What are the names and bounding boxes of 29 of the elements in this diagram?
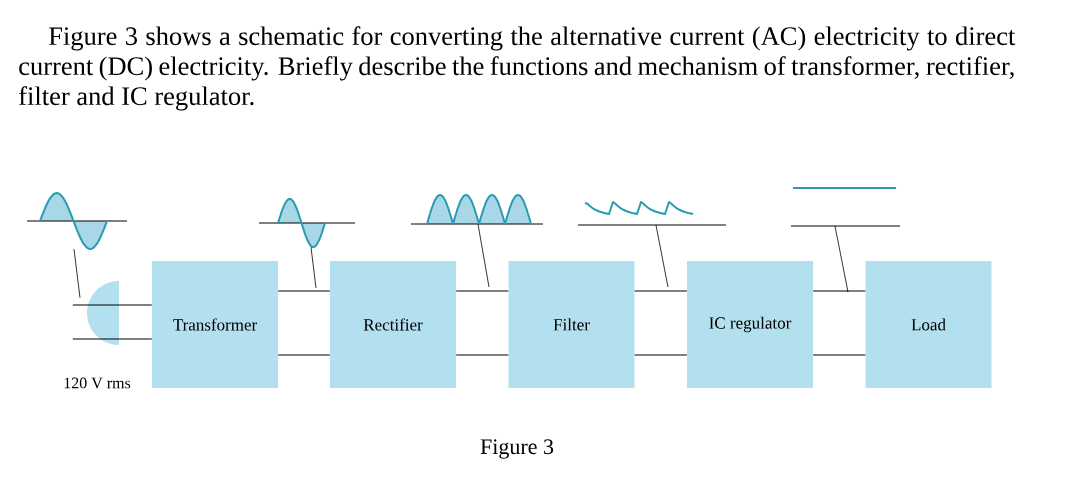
wire (812, 354, 866, 356)
leader-line (73, 248, 81, 299)
block-box: Load (865, 261, 992, 388)
waveform-drawing (410, 194, 544, 225)
waveform-drawing (577, 201, 727, 226)
wire (455, 290, 509, 292)
waveform-drawing (258, 198, 356, 248)
waveform-drawing (790, 187, 901, 227)
block-box: IC regulator (687, 261, 813, 388)
wire (277, 354, 331, 356)
leader-line (477, 223, 490, 288)
wire (455, 354, 509, 356)
leader-line (310, 246, 317, 289)
wire (277, 290, 331, 292)
leader-line (655, 224, 669, 288)
block-box: Transformer (152, 261, 278, 388)
question-text: Figure 3 shows a schematic for converting the alternative current (AC) electricity to direct current (DC) electricity. Briefly describe the functions and mechanism of transformer, rectifier, filter and IC regulator. (19, 26, 1016, 111)
wire (634, 290, 688, 292)
waveform-drawing (26, 192, 128, 250)
block-box: Rectifier (330, 261, 456, 388)
wire (634, 354, 688, 356)
block-box: Filter (508, 261, 635, 388)
wire (72, 338, 153, 340)
source-label: 120 V rms (64, 377, 131, 389)
wire (812, 290, 866, 292)
wire (72, 304, 153, 306)
source-symbol (87, 281, 119, 345)
figure-caption: Figure 3 (480, 439, 554, 459)
leader-line (834, 225, 849, 293)
